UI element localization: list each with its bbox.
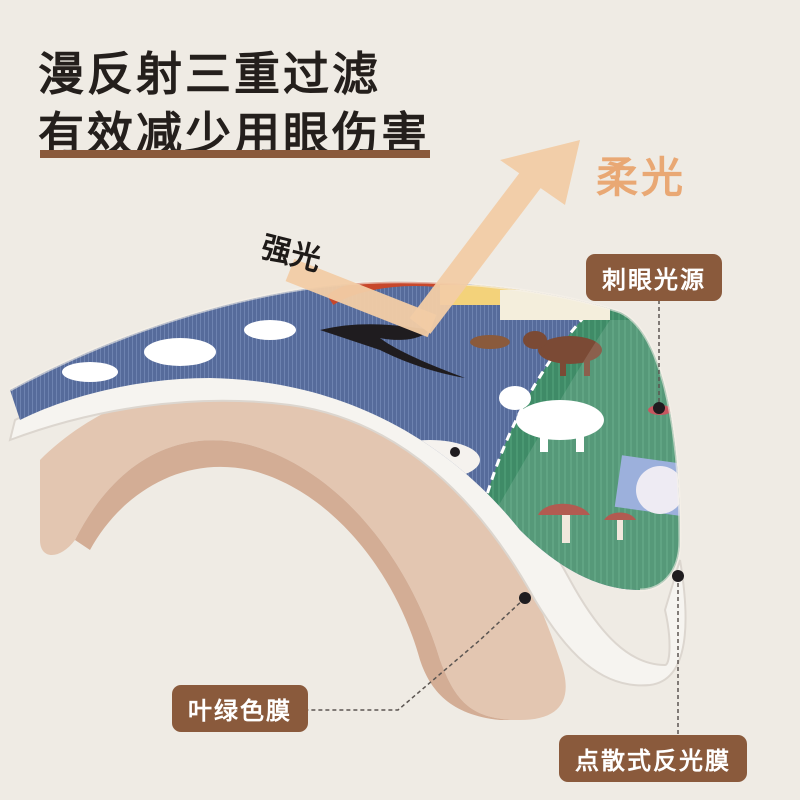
reflective-film-pointer	[672, 570, 684, 735]
reflective-film-tag: 点散式反光膜	[559, 735, 747, 782]
headline-line-1: 漫反射三重过滤	[38, 47, 381, 101]
headline: 漫反射三重过滤 有效减少用眼伤害	[38, 44, 430, 164]
soft-light-arrow	[409, 140, 580, 334]
green-film-tag: 叶绿色膜	[172, 685, 308, 732]
glare-source-tag: 刺眼光源	[586, 254, 722, 301]
headline-underline	[40, 150, 430, 158]
glare-source-pointer	[653, 300, 665, 414]
soft-light-label: 柔光	[596, 153, 687, 202]
green-film-pointer	[308, 592, 531, 711]
